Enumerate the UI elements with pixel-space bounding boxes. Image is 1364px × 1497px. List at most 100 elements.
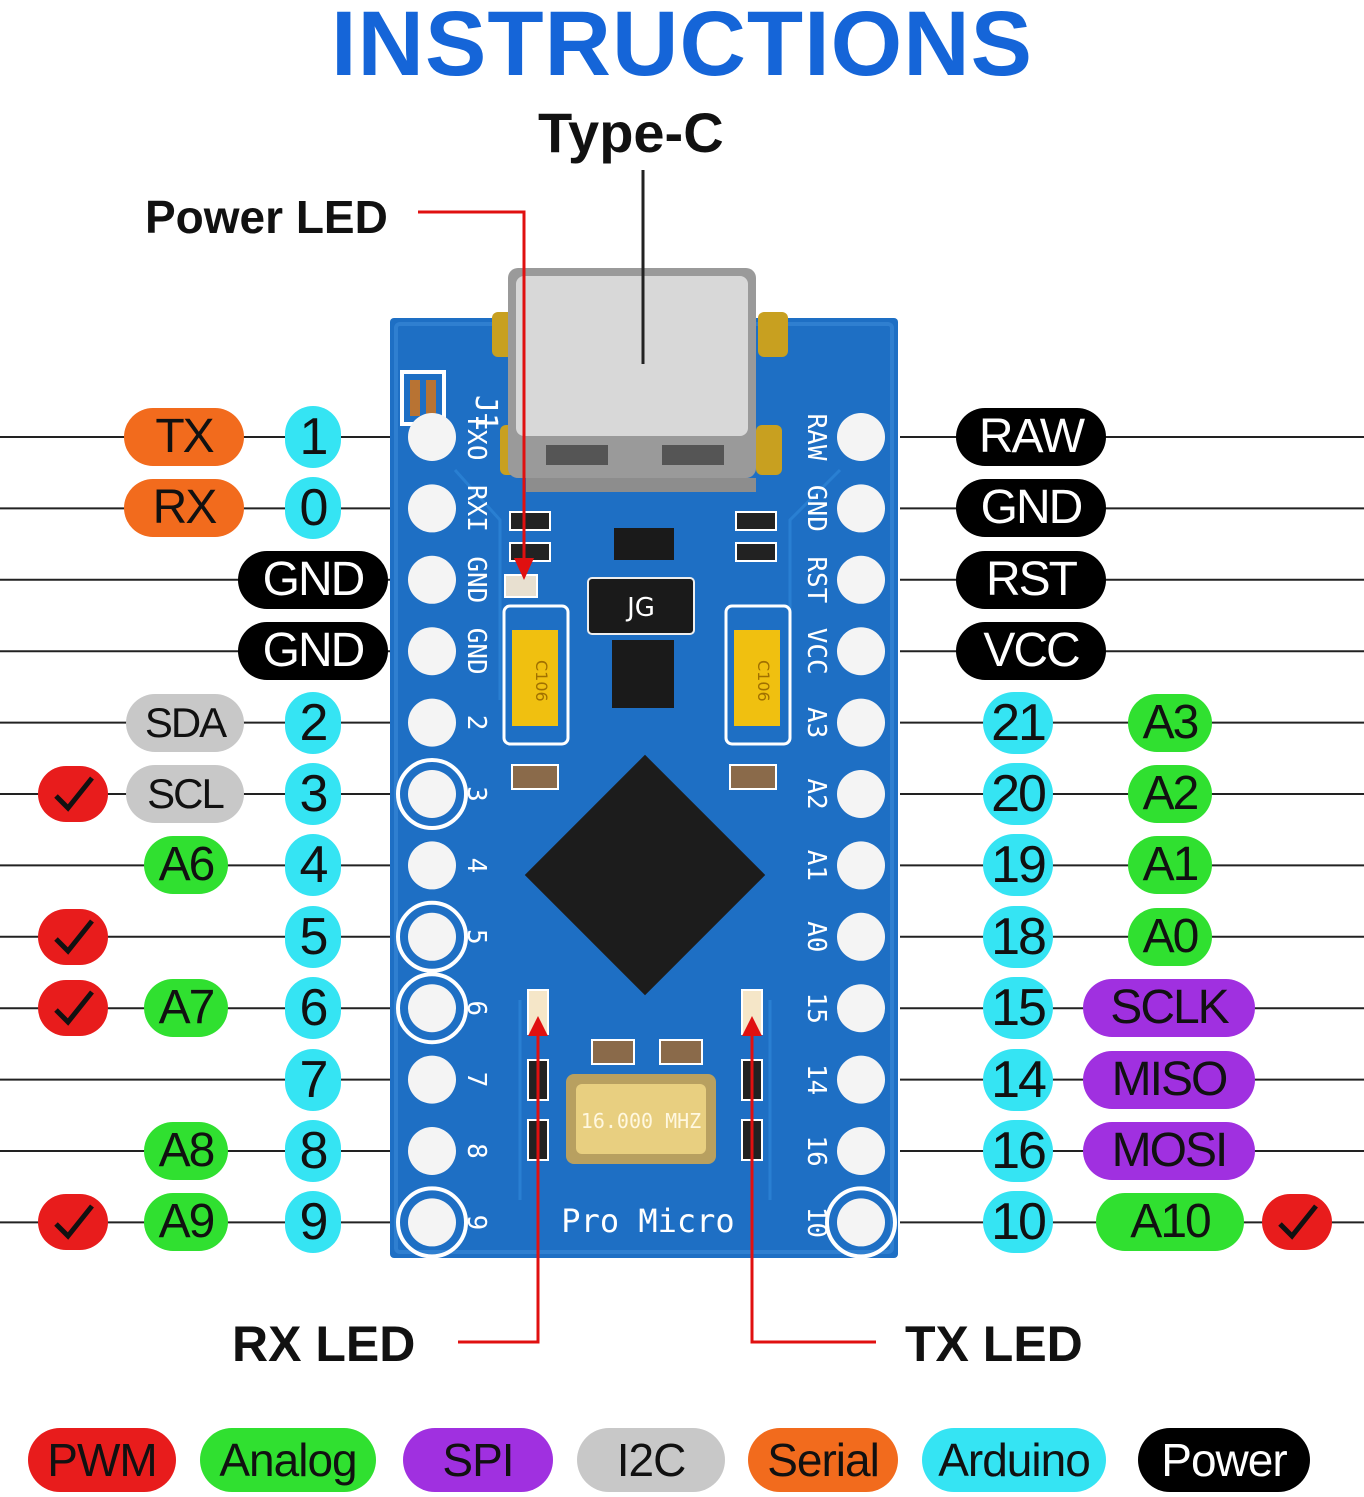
pin-function-right: SCLK: [1083, 979, 1255, 1038]
rx-led-callout: RX LED: [232, 1316, 416, 1372]
legend-analog: Analog: [200, 1428, 376, 1492]
tx-led-callout: TX LED: [905, 1316, 1083, 1372]
pin-number-left: 7: [285, 1048, 341, 1111]
pin-number-left: 6: [285, 977, 341, 1040]
pin-function-left: GND: [238, 622, 388, 681]
pin-pad: [408, 413, 456, 461]
silkscreen-right-label: A2: [801, 778, 831, 809]
pin-function-left: A8: [144, 1122, 228, 1180]
pin-pad: [837, 698, 885, 747]
pin-number-left: 8: [285, 1120, 341, 1182]
pwm-pad-ring: [396, 972, 468, 1045]
silkscreen-left-label: 2: [461, 715, 491, 731]
type-c-callout: Type-C: [538, 101, 724, 164]
pin-pad: [837, 1127, 885, 1175]
pin-pad: [837, 770, 885, 818]
silkscreen-left-label: 4: [461, 858, 491, 874]
silkscreen-left-label: 3: [461, 786, 491, 802]
pin-pad: [837, 1055, 885, 1104]
silkscreen-right-label: A3: [801, 707, 831, 738]
pin-function-left: RX: [124, 479, 244, 538]
capacitor-left: C106: [502, 604, 570, 746]
pin-function-left: SCL: [126, 765, 244, 823]
legend-arduino: Arduino: [922, 1428, 1106, 1492]
voltage-regulator: JG: [587, 528, 695, 708]
pin-function-left: A7: [144, 979, 228, 1038]
pin-pad: [837, 841, 885, 890]
power-led-callout: Power LED: [145, 191, 388, 243]
board-label: Pro Micro: [561, 1202, 734, 1240]
legend-power: Power: [1138, 1428, 1310, 1492]
pin-function-right: MISO: [1083, 1050, 1255, 1109]
pin-number-right: 19: [983, 834, 1053, 897]
pin-function-right: RAW: [956, 408, 1106, 466]
pin-function-right: GND: [956, 479, 1106, 538]
silkscreen-right-label: 16: [801, 1135, 831, 1166]
jumper-j1: J1: [400, 370, 503, 431]
pin-number-left: 1: [285, 406, 341, 468]
pin-number-left: 0: [285, 477, 341, 540]
pin-pad: [837, 984, 885, 1033]
silkscreen-left-label: 8: [461, 1143, 491, 1159]
silkscreen-left-label: GND: [461, 556, 491, 603]
pin-number-left: 5: [285, 905, 341, 968]
silkscreen-left-label: 5: [461, 929, 491, 945]
pin-function-left: A9: [144, 1193, 228, 1252]
pin-function-left: TX: [124, 408, 244, 466]
silkscreen-right-label: 15: [801, 993, 831, 1024]
pwm-pad-ring: [396, 1186, 468, 1259]
pin-function-right: A10: [1096, 1193, 1244, 1252]
pin-number-right: 14: [983, 1048, 1053, 1111]
silkscreen-left-label: GND: [461, 628, 491, 675]
pwm-pad-ring: [396, 900, 468, 973]
power-led: [504, 574, 538, 598]
pin-function-right: VCC: [956, 622, 1106, 681]
legend-i2c: I2C: [577, 1428, 725, 1492]
pwm-check-icon: [38, 766, 108, 822]
pin-pad: [408, 555, 456, 604]
pin-pad: [408, 770, 456, 818]
legend-pwm: PWM: [28, 1428, 176, 1492]
pin-pad: [837, 484, 885, 533]
silkscreen-left-label: TXO: [461, 414, 491, 461]
pin-number-right: 16: [983, 1120, 1053, 1182]
silkscreen-right-label: RST: [801, 556, 831, 603]
silkscreen-right-label: RAW: [801, 414, 831, 461]
pin-number-left: 4: [285, 834, 341, 897]
pin-function-left: GND: [238, 550, 388, 609]
silkscreen-left-label: RXI: [461, 485, 491, 532]
pin-number-right: 21: [983, 691, 1053, 754]
pin-pad: [408, 1198, 456, 1247]
silkscreen-left-label: 6: [461, 1000, 491, 1016]
capacitor-right: C106: [724, 604, 792, 746]
pin-pad: [408, 984, 456, 1033]
pin-number-right: 20: [983, 763, 1053, 825]
silkscreen-right-label: VCC: [801, 628, 831, 675]
page-title: INSTRUCTIONS: [331, 0, 1033, 95]
pin-number-left: 2: [285, 691, 341, 754]
pin-function-left: A6: [144, 836, 228, 895]
type-c-connector: [492, 268, 788, 492]
pin-pad: [837, 627, 885, 676]
crystal-label: 16.000 MHZ: [581, 1109, 701, 1133]
legend-serial: Serial: [748, 1428, 898, 1492]
pin-function-right: MOSI: [1083, 1122, 1255, 1180]
pin-pad: [837, 912, 885, 961]
pin-function-right: A1: [1128, 836, 1212, 895]
pin-function-right: RST: [956, 550, 1106, 609]
capacitor-label: C106: [754, 660, 773, 702]
pwm-pad-ring: [396, 758, 468, 830]
pin-pad: [408, 1055, 456, 1104]
jumper-label: J1: [468, 395, 503, 431]
legend-spi: SPI: [403, 1428, 553, 1492]
pin-function-left: SDA: [126, 693, 244, 752]
pin-pad: [837, 413, 885, 461]
pin-pad: [408, 841, 456, 890]
pin-number-right: 15: [983, 977, 1053, 1040]
pin-pad: [408, 698, 456, 747]
silkscreen-left-label: 7: [461, 1072, 491, 1088]
microcontroller-chip: [524, 754, 766, 996]
pin-number-left: 9: [285, 1191, 341, 1254]
pin-pad: [408, 1127, 456, 1175]
